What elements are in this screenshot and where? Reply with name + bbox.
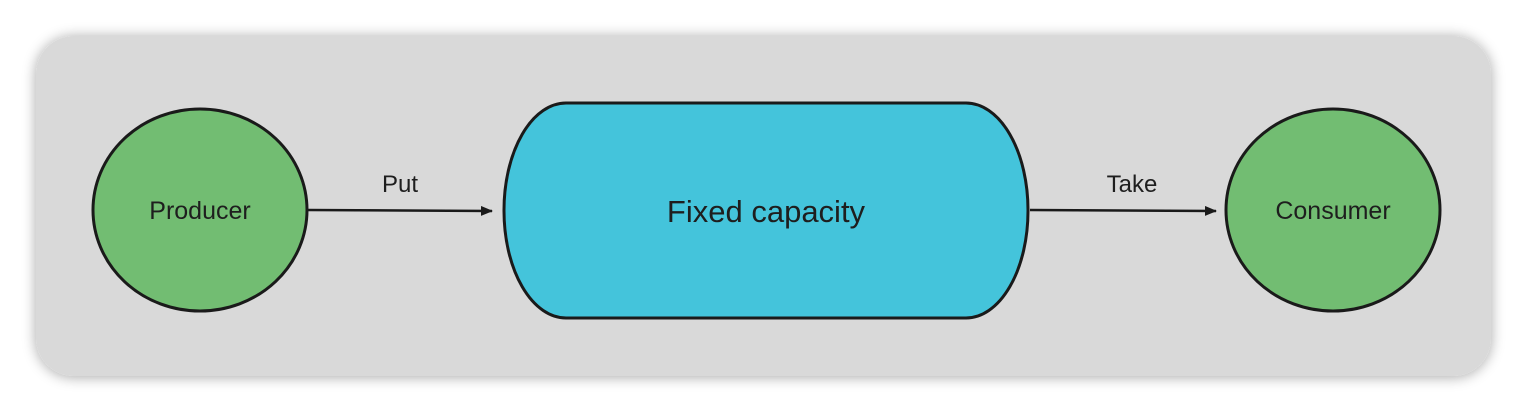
edge-take-arrow: [1029, 205, 1217, 216]
edge-put-arrow: [307, 205, 493, 216]
consumer-circle: [1224, 107, 1442, 313]
edge-take-label: Take: [1107, 171, 1158, 198]
buffer-label: Fixed capacity: [667, 194, 866, 229]
edge-take: Take: [1029, 171, 1217, 216]
node-consumer: Consumer: [1224, 107, 1442, 313]
buffer-stadium: [502, 101, 1030, 320]
producer-label: Producer: [149, 197, 250, 225]
producer-circle: [91, 107, 309, 313]
edge-put-label: Put: [382, 171, 418, 198]
node-buffer: Fixed capacity: [502, 101, 1030, 320]
node-producer: Producer: [91, 107, 309, 313]
consumer-label: Consumer: [1275, 197, 1390, 225]
edge-put: Put: [307, 171, 493, 216]
